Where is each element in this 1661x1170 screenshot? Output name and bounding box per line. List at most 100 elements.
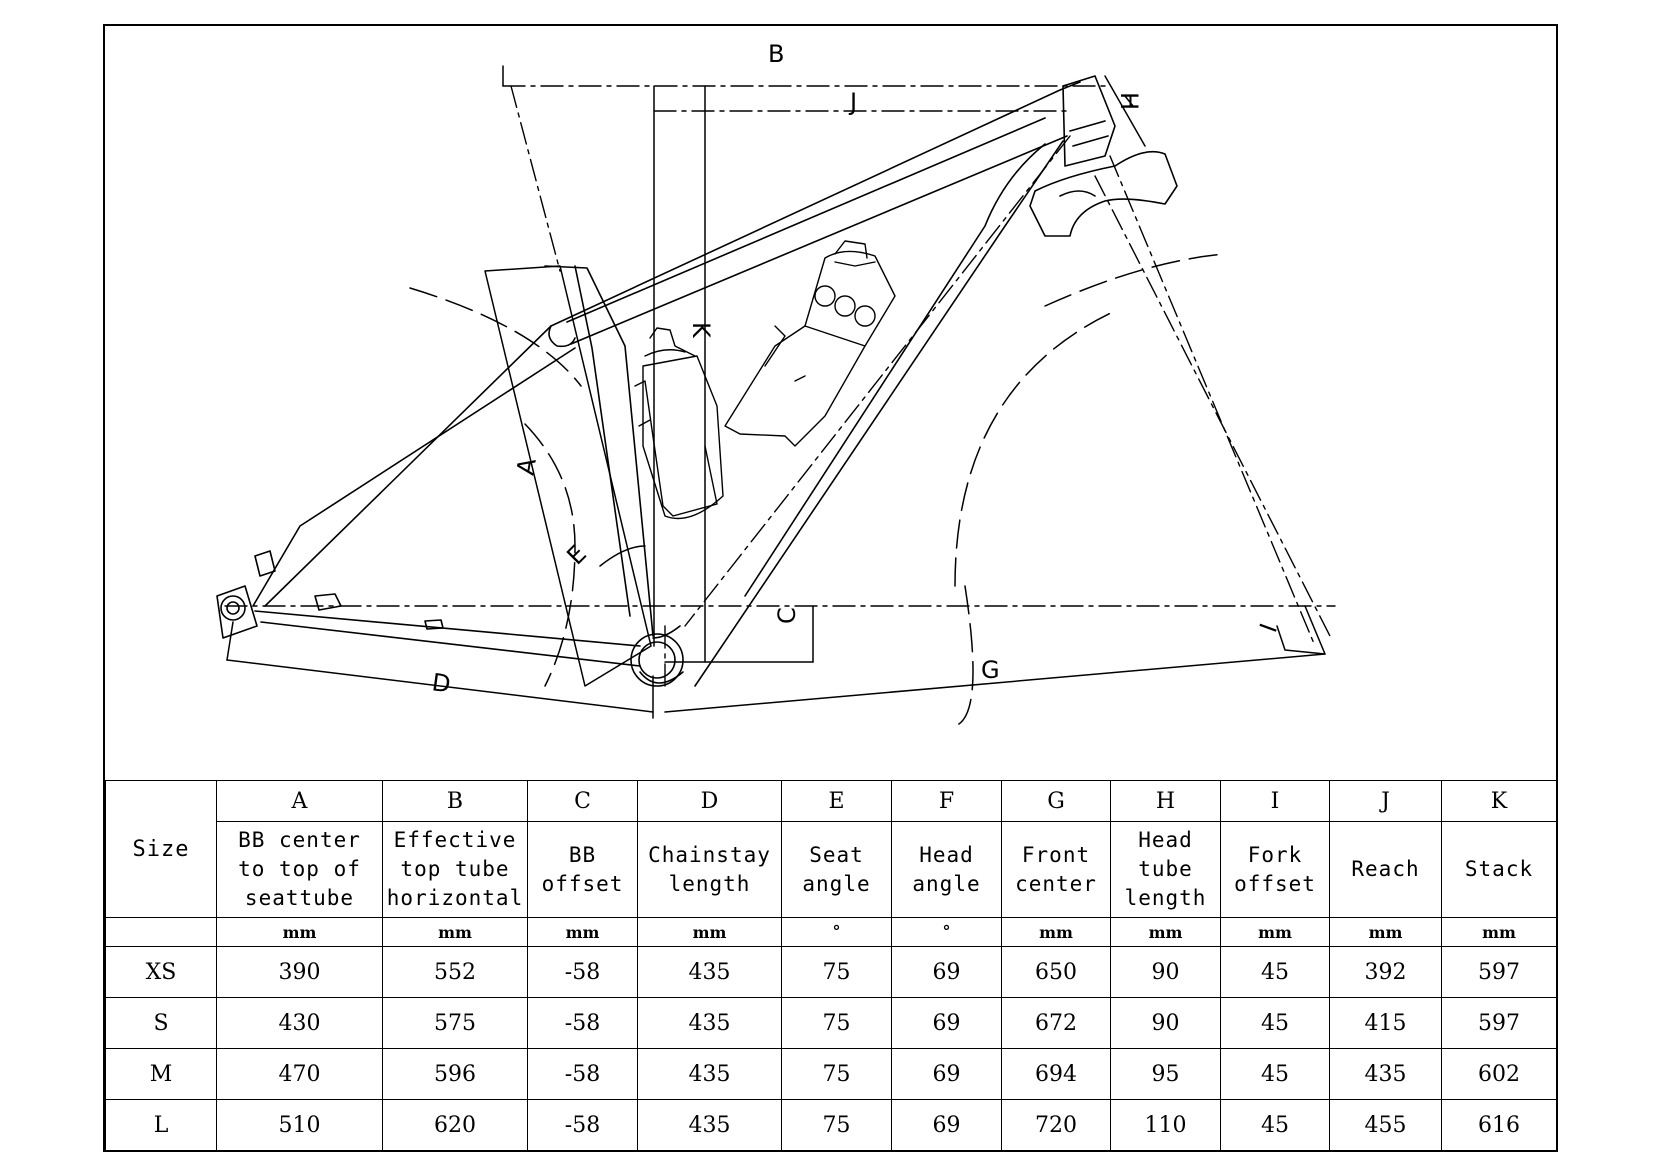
dim-label-a: A [511,455,542,477]
value-cell-i: 45 [1220,1099,1330,1151]
value-cell-c: -58 [527,1048,638,1100]
value-cell-e: 75 [781,1099,892,1151]
value-cell-j: 392 [1329,946,1442,998]
column-letter-j: J [1329,780,1442,822]
value-cell-a: 510 [216,1099,383,1151]
value-cell-a: 430 [216,997,383,1049]
value-cell-f: 69 [891,1099,1002,1151]
description-line: BB [568,842,597,867]
value-cell-a: 470 [216,1048,383,1100]
column-unit-h: mm [1110,917,1221,947]
dim-label-e: E [561,540,592,571]
description-line: offset [1234,871,1316,896]
description-line: Stack [1464,857,1534,881]
column-unit-f: ° [891,917,1002,947]
description-line: to top of [238,857,361,881]
column-unit-j: mm [1329,917,1442,947]
description-line: length [1124,886,1207,910]
column-letter-a: A [216,780,383,822]
column-letter-h: H [1110,780,1221,822]
column-description-c: BB offset [527,821,638,918]
column-description-b: Effective top tube horizontal [382,821,528,918]
value-cell-h: 90 [1110,997,1221,1049]
description-line: center [1015,871,1097,896]
construction-arcs [409,253,1226,727]
size-unit-blank [105,917,217,947]
column-description-h: Head tube length [1110,821,1221,918]
description-line: tube [1138,857,1193,881]
description-line: Front [1021,842,1091,867]
value-cell-e: 75 [781,1048,892,1100]
description-line: BB center [238,828,361,852]
description-line: Effective [393,828,517,852]
column-unit-c: mm [527,917,638,947]
value-cell-d: 435 [637,946,782,998]
column-description-g: Front center [1001,821,1111,918]
column-letter-g: G [1001,780,1111,822]
value-cell-b: 575 [382,997,528,1049]
value-cell-b: 552 [382,946,528,998]
value-cell-c: -58 [527,997,638,1049]
size-cell: XS [105,946,217,998]
bb-shell [630,633,684,687]
value-cell-k: 597 [1441,997,1557,1049]
description-line: horizontal [386,886,524,910]
dim-label-b: B [768,40,784,68]
column-unit-a: mm [216,917,383,947]
dim-label-h: H [1115,92,1143,110]
dim-label-g: G [981,656,1000,684]
column-letter-i: I [1220,780,1330,822]
value-cell-h: 110 [1110,1099,1221,1151]
column-unit-g: mm [1001,917,1111,947]
description-line: Reach [1351,857,1420,881]
rear-axle [220,595,246,621]
column-description-j: Reach [1329,821,1442,918]
value-cell-b: 620 [382,1099,528,1151]
value-cell-i: 45 [1220,946,1330,998]
description-line: top tube [400,857,510,881]
value-cell-j: 455 [1329,1099,1442,1151]
value-cell-k: 602 [1441,1048,1557,1100]
size-cell: L [105,1099,217,1151]
frame-geometry-drawing: B J K H A E C D G I [216,40,1336,727]
description-line: angle [912,871,981,896]
dimension-lines [224,85,1336,687]
dimension-frames [226,65,1326,719]
value-cell-h: 90 [1110,946,1221,998]
dim-label-d: D [430,668,452,698]
column-unit-e: ° [781,917,892,947]
geometry-sheet: B J K H A E C D G I [103,24,1558,1152]
value-cell-f: 69 [891,1048,1002,1100]
description-line: offset [541,871,624,896]
dim-label-k: K [687,322,715,339]
value-cell-i: 45 [1220,997,1330,1049]
size-header: Size [105,780,217,918]
column-unit-d: mm [637,917,782,947]
column-letter-k: K [1441,780,1557,822]
dim-label-c: C [773,607,801,624]
frame-tubes [216,75,1178,687]
size-cell: S [105,997,217,1049]
value-cell-g: 720 [1001,1099,1111,1151]
value-cell-c: -58 [527,1099,638,1151]
value-cell-d: 435 [637,1099,782,1151]
value-cell-h: 95 [1110,1048,1221,1100]
value-cell-i: 45 [1220,1048,1330,1100]
description-line: Head [1138,828,1193,852]
column-unit-b: mm [382,917,528,947]
column-letter-b: B [382,780,528,822]
column-unit-i: mm [1220,917,1330,947]
value-cell-j: 435 [1329,1048,1442,1100]
value-cell-f: 69 [891,997,1002,1049]
value-cell-c: -58 [527,946,638,998]
